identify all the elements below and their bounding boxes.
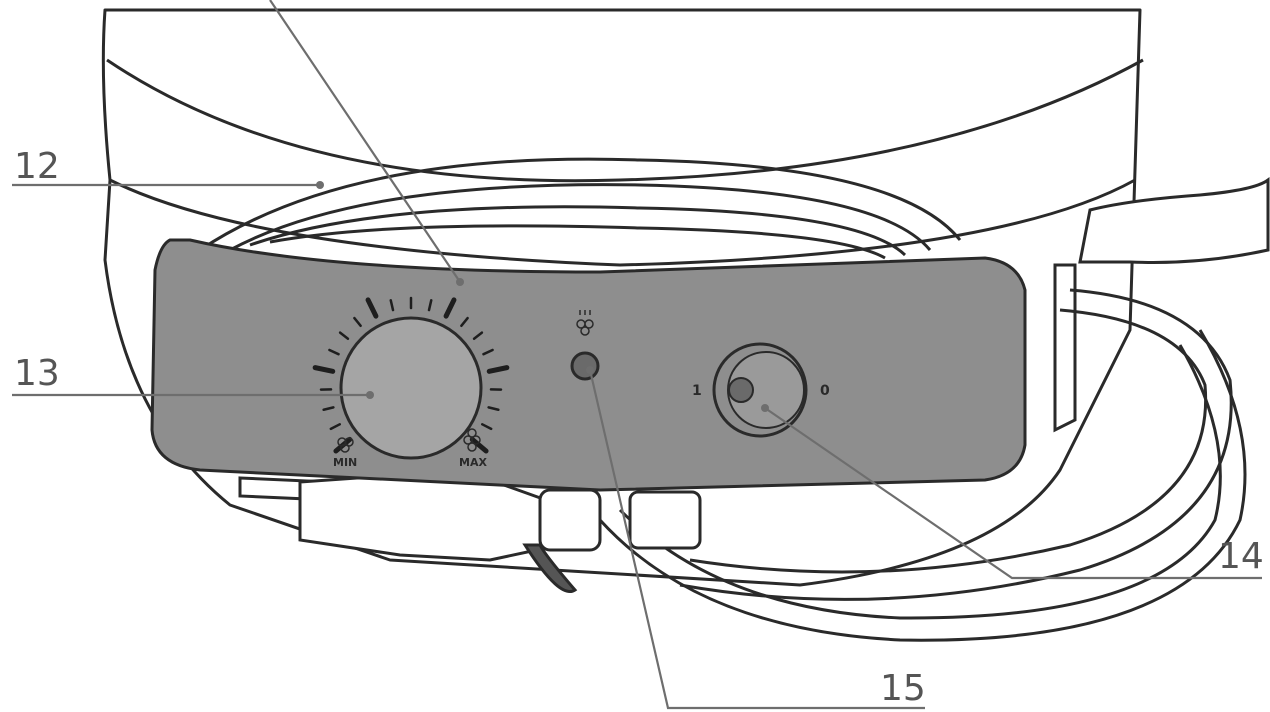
dial-max-label: MAX bbox=[459, 456, 487, 469]
callout-15: 15 bbox=[880, 668, 926, 709]
dial-tick bbox=[322, 406, 335, 412]
dial-tick bbox=[469, 436, 489, 454]
callout-13: 13 bbox=[14, 353, 60, 394]
temperature-dial-knob[interactable] bbox=[339, 316, 483, 460]
dial-tick bbox=[487, 406, 500, 412]
leader-line-15 bbox=[588, 369, 925, 710]
coiled-power-cord bbox=[199, 157, 1247, 642]
steam-icon bbox=[576, 310, 594, 336]
side-handle bbox=[1053, 176, 1270, 433]
leader-lines bbox=[12, 0, 1262, 710]
dial-tick bbox=[482, 348, 494, 356]
leader-line-14 bbox=[764, 407, 1262, 580]
leader-dots bbox=[316, 181, 769, 412]
callout-12: 12 bbox=[14, 146, 60, 187]
dial-tick bbox=[365, 297, 379, 319]
dial-tick bbox=[353, 316, 362, 328]
switch-on-label: 1 bbox=[692, 383, 702, 399]
switch-off-label: 0 bbox=[820, 383, 830, 399]
dial-tick bbox=[486, 365, 510, 374]
dial-tick bbox=[338, 331, 350, 340]
dial-tick bbox=[481, 423, 493, 431]
dial-tick bbox=[472, 331, 484, 340]
callout-14: 14 bbox=[1218, 536, 1264, 577]
leader-line-panel bbox=[269, 0, 461, 283]
dial-scale bbox=[312, 296, 510, 454]
dial-tick bbox=[443, 297, 457, 319]
dial-tick bbox=[427, 299, 433, 312]
dial-tick bbox=[312, 365, 336, 374]
dial-tick bbox=[389, 299, 395, 312]
indicator-lamp bbox=[570, 351, 600, 381]
min-steam-icon bbox=[337, 437, 354, 453]
dial-tick bbox=[328, 348, 340, 356]
dial-min-label: MIN bbox=[333, 456, 357, 469]
dial-tick bbox=[460, 316, 469, 328]
max-steam-icon bbox=[463, 428, 481, 452]
power-switch[interactable] bbox=[712, 342, 808, 438]
dial-tick bbox=[329, 423, 341, 431]
power-plug bbox=[238, 473, 702, 593]
